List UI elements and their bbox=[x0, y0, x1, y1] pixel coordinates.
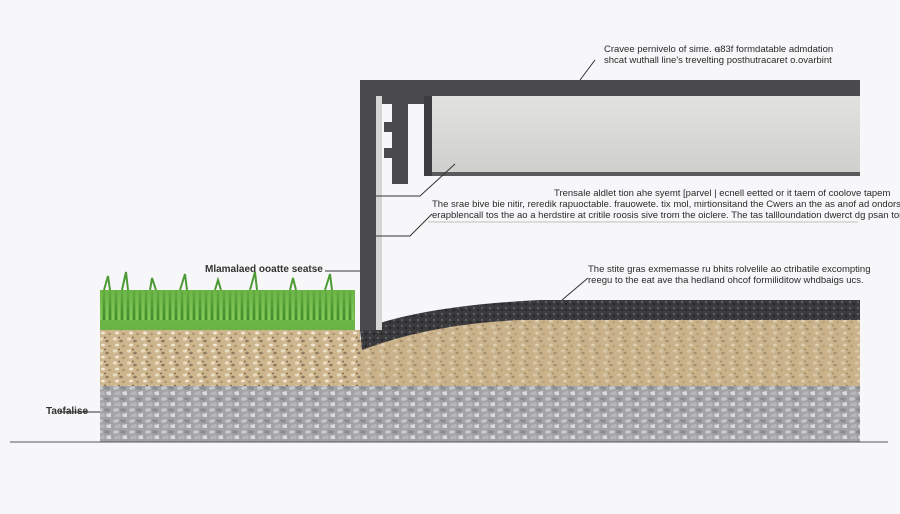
left-gravel-layer bbox=[100, 330, 360, 386]
slab-top-edge bbox=[360, 80, 860, 96]
callout-lower-line-1: The stite gras exmemasse ru bhits rolvel… bbox=[588, 264, 871, 275]
callout-lower: The stite gras exmemasse ru bhits rolvel… bbox=[588, 264, 870, 286]
grass-layer-label: Mlamalaed ooatte seatse bbox=[205, 264, 323, 275]
foundation-wall bbox=[360, 80, 376, 330]
insulation-step bbox=[392, 132, 408, 148]
leader-line-lower bbox=[561, 277, 589, 301]
callout-middle-line-3: erapblencall tos the ao a herdstire at c… bbox=[432, 210, 900, 221]
callout-middle-line-2: The srae bive bie nitir, reredik rapuoct… bbox=[432, 199, 900, 210]
leader-line-top bbox=[579, 59, 596, 81]
grass-layer bbox=[100, 290, 355, 330]
drainage-membrane bbox=[360, 300, 860, 350]
callout-top: Cravee pernivelo of sime. ꬰ83f formdatab… bbox=[604, 44, 833, 66]
insulation-step bbox=[384, 122, 408, 132]
leader-line-middle-1 bbox=[376, 163, 456, 197]
insulation-block bbox=[382, 96, 424, 104]
slab-bottom-edge bbox=[424, 172, 860, 176]
callout-middle-line-1: Trensale aldlet tion ahe syemt [parvel |… bbox=[554, 188, 891, 199]
callout-lower-line-2: reegu to the eat ave tha hedland ohcof f… bbox=[588, 275, 864, 286]
insulation-step bbox=[392, 104, 408, 122]
insulation-step bbox=[392, 158, 408, 184]
grass-blades bbox=[103, 271, 333, 291]
base-aggregate-layer bbox=[100, 386, 860, 442]
insulation-step bbox=[384, 148, 408, 158]
right-fill-texture bbox=[360, 318, 860, 386]
concrete-slab bbox=[432, 96, 860, 172]
callout-top-line-2: shcat wuthall line's trevelting posthutr… bbox=[604, 55, 832, 66]
leader-line-middle-2 bbox=[376, 213, 433, 237]
callout-top-line-1: Cravee pernivelo of sime. ꬰ83f formdatab… bbox=[604, 44, 834, 55]
base-layer-label: Taefalise bbox=[46, 406, 89, 417]
wall-inner-face bbox=[376, 96, 382, 330]
callout-middle: Trensale aldlet tion ahe syemt [parvel |… bbox=[432, 188, 900, 221]
insulation-block bbox=[424, 96, 432, 176]
